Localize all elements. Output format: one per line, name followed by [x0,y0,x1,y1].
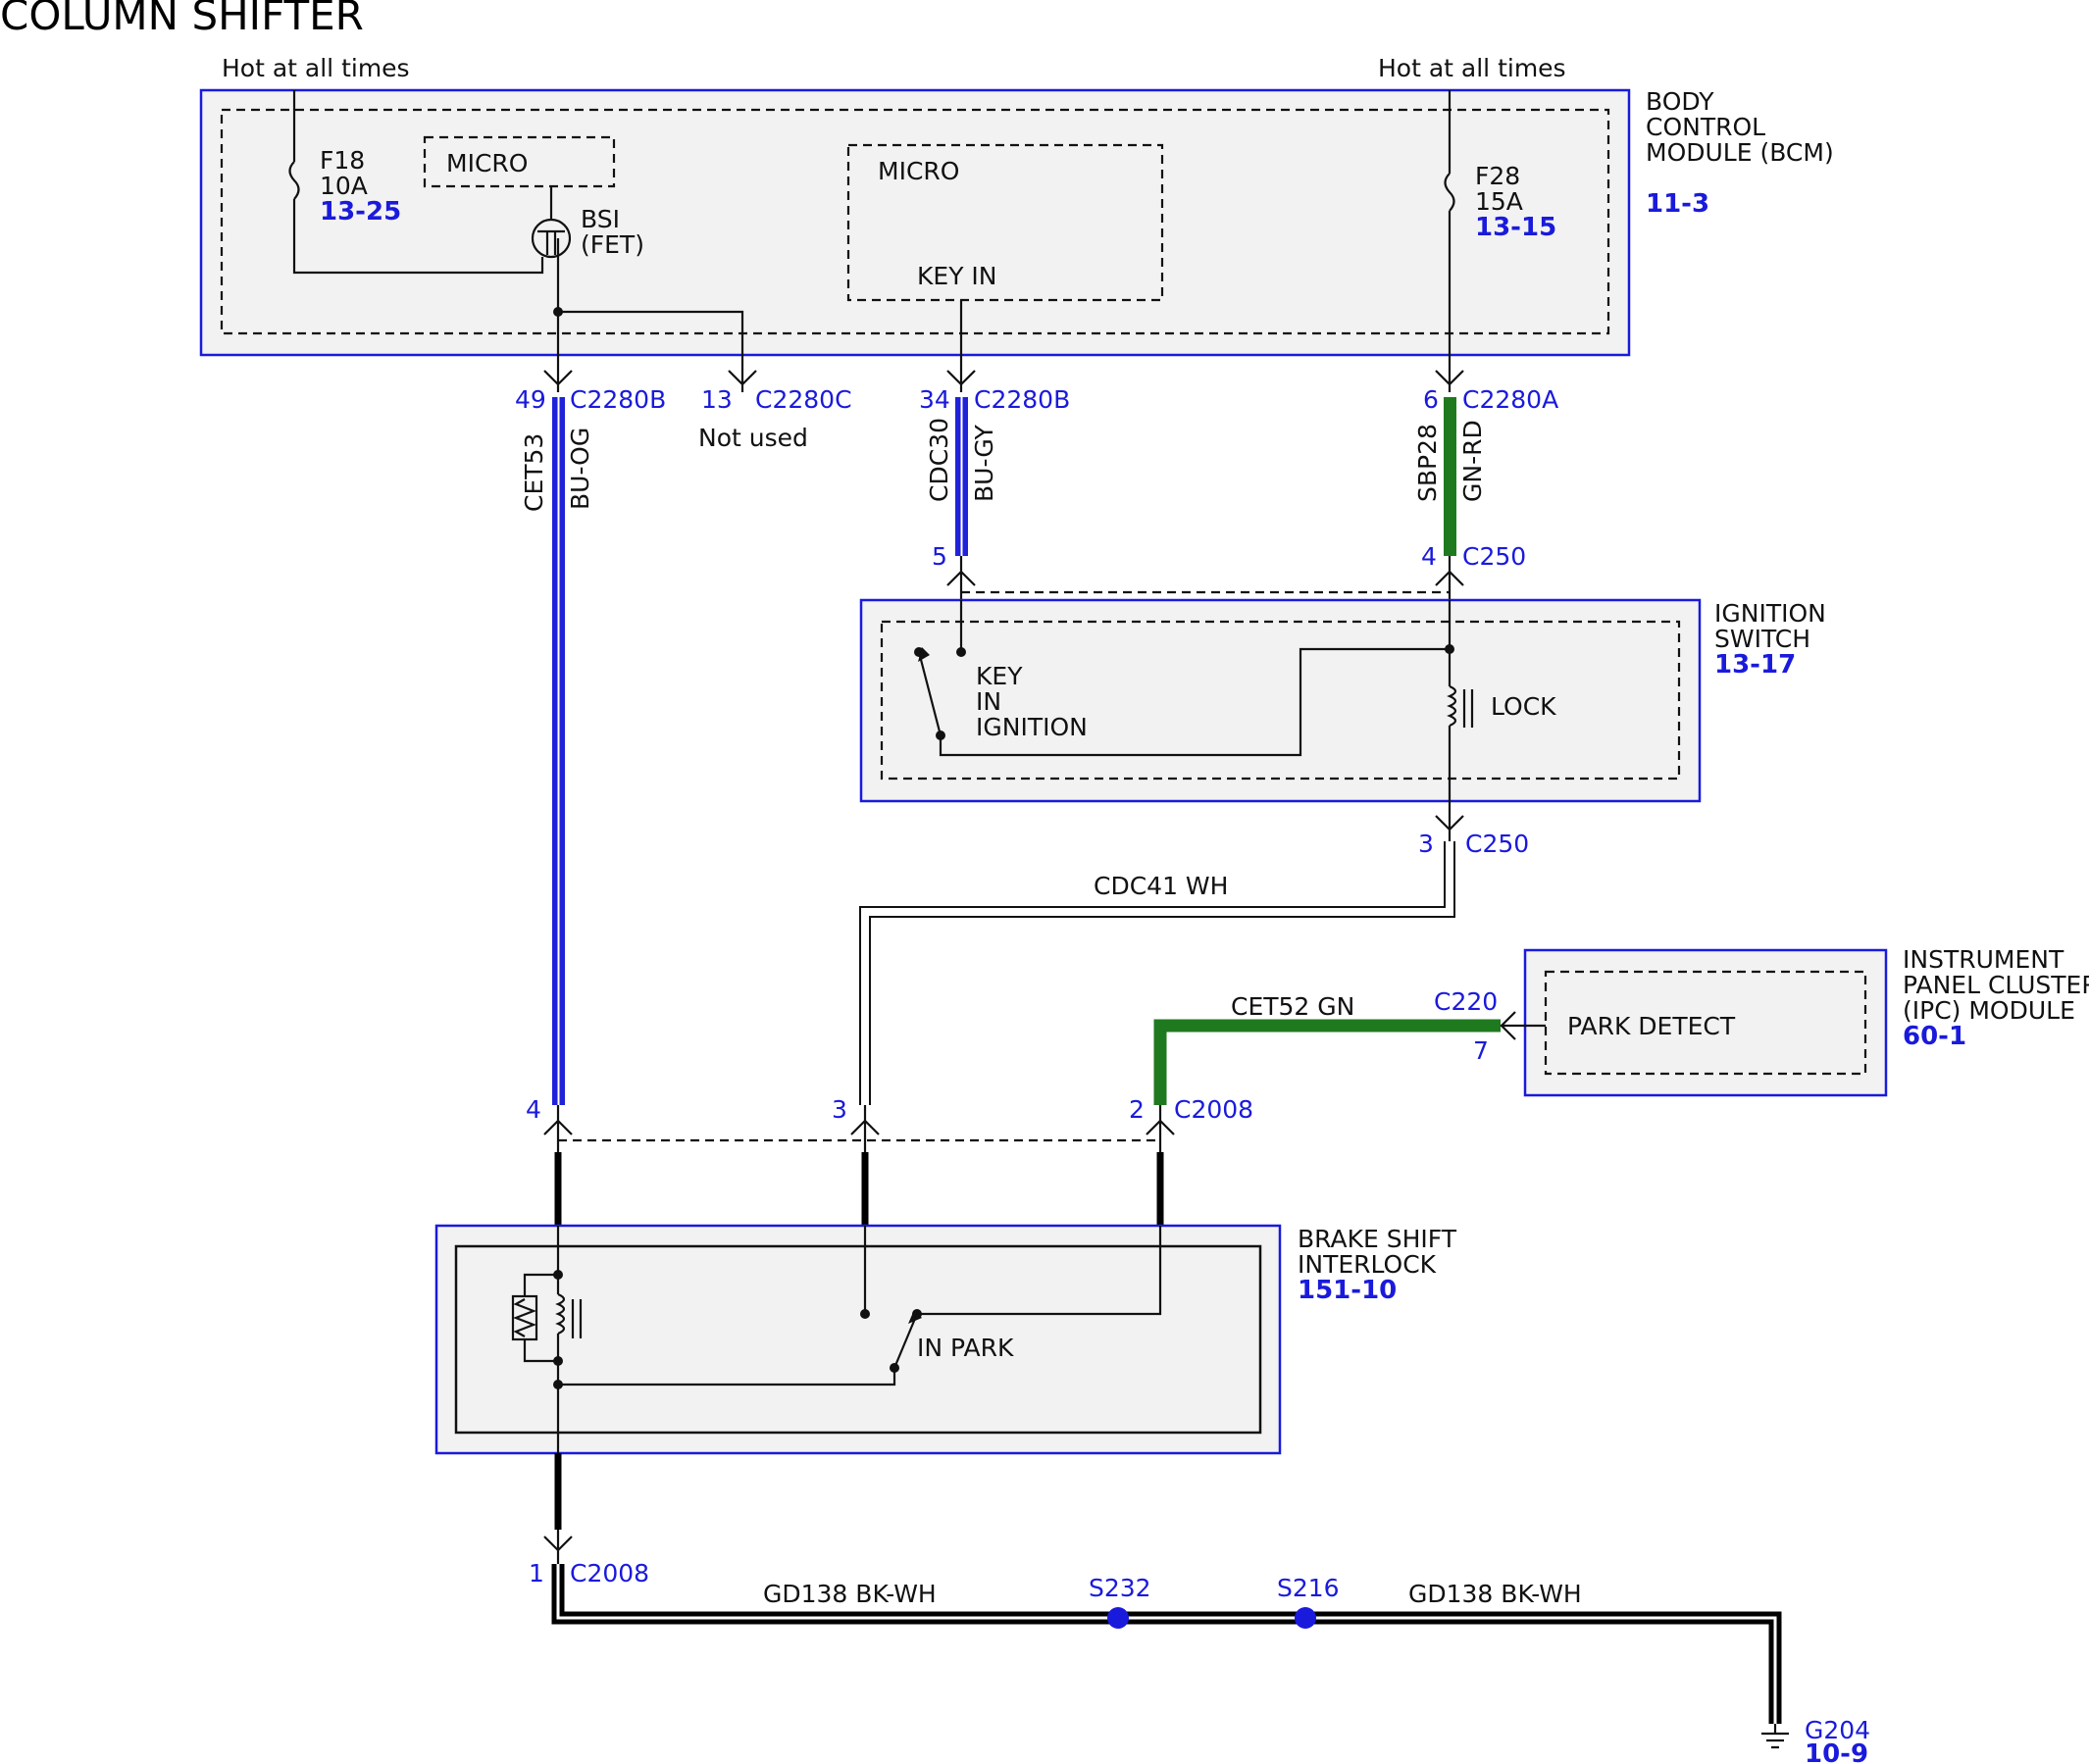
wire-cet52-label: CET52 GN [1231,992,1354,1021]
conn-c220: C220 [1434,987,1498,1016]
interlock-name-2: INTERLOCK [1298,1250,1437,1279]
micro-left-label: MICRO [446,149,528,177]
wire-cet53-color: BU-OG [566,428,594,510]
key-label-2: IN [976,687,1001,716]
bcm-name-3: MODULE (BCM) [1646,138,1834,167]
in-park-switch-icon [892,1313,919,1369]
not-used-label: Not used [698,424,808,452]
f18-rating: 10A [320,172,368,200]
pin-4-c250: 4 [1421,542,1437,571]
conn-c2280b-1: C2280B [570,385,666,414]
wire-sbp28[interactable] [1444,397,1456,556]
conn-c2280a: C2280A [1462,385,1558,414]
micro-right-box [846,143,1164,302]
park-detect-label: PARK DETECT [1567,1012,1736,1040]
ignition-ref[interactable]: 13-17 [1714,650,1796,680]
f28-rating: 15A [1475,187,1523,216]
wires-to-interlock [554,1152,1164,1226]
pin-1-c2008: 1 [529,1559,544,1588]
diagram-title: COLUMN SHIFTER [0,0,364,39]
wire-cdc41-label: CDC41 WH [1094,872,1228,900]
bsi-label: BSI [581,205,620,233]
hot-right-label: Hot at all times [1378,54,1566,82]
connector-arrow-c2008-1 [543,1530,573,1564]
interlock-ref[interactable]: 151-10 [1298,1276,1397,1305]
lock-solenoid-icon [1447,684,1457,728]
conn-c250-1: C250 [1462,542,1526,571]
pin-4-c2008: 4 [526,1095,541,1124]
splice-s216-label: S216 [1277,1574,1340,1602]
ipc-name-1: INSTRUMENT [1903,945,2064,974]
splice-s232-label: S232 [1089,1574,1151,1602]
pin-2-c2008: 2 [1129,1095,1145,1124]
conn-c250-2: C250 [1465,830,1529,858]
conn-c2008-2: C2008 [570,1559,649,1588]
ipc-name-2: PANEL CLUSTER [1903,971,2089,999]
conn-c2280c: C2280C [755,385,852,414]
bsi-fet-label: (FET) [581,230,644,259]
splice-s216[interactable] [1295,1607,1316,1629]
key-label-3: IGNITION [976,713,1088,741]
wire-sbp28-color: GN-RD [1458,420,1487,502]
pin-3-c2008: 3 [832,1095,847,1124]
connector-arrow-c250-3 [1435,801,1464,841]
connector-arrows-top [543,355,1464,392]
wire-cet53-id: CET53 [520,433,548,512]
wire-cdc30-color: BU-GY [970,424,998,502]
connector-arrows-c2008 [543,1105,1175,1152]
key-switch-icon [917,651,943,736]
ground-name: G204 [1805,1716,1870,1744]
ipc-ref[interactable]: 60-1 [1903,1022,1966,1051]
splice-s232[interactable] [1107,1607,1129,1629]
ignition-inner [880,620,1681,781]
wire-sbp28-id: SBP28 [1413,424,1442,502]
ipc-box [1523,948,1888,1097]
f28-fuse-icon [1444,90,1455,355]
in-park-label: IN PARK [917,1334,1014,1362]
pin-5: 5 [932,542,947,571]
pin-34: 34 [919,385,950,414]
connector-arrow-c220 [1500,1011,1546,1040]
key-in-label: KEY IN [917,262,996,290]
pin-49: 49 [515,385,546,414]
bcm-ref[interactable]: 11-3 [1646,189,1709,219]
ipc-inner [1544,970,1867,1076]
f18-fuse-icon [288,90,544,275]
ignition-name-2: SWITCH [1714,625,1810,653]
micro-right-label: MICRO [878,157,959,185]
pin-13: 13 [701,385,733,414]
bcm-name-2: CONTROL [1646,113,1765,141]
wire-gd138-left-label: GD138 BK-WH [763,1580,937,1608]
f28-ref[interactable]: 13-15 [1475,213,1556,242]
lock-label: LOCK [1491,692,1556,721]
ipc-name-3: (IPC) MODULE [1903,996,2075,1025]
interlock-inner [454,1244,1262,1435]
f18-ref[interactable]: 13-25 [320,197,401,227]
bcm-inner [220,108,1610,335]
wire-gd138-right-label: GD138 BK-WH [1408,1580,1582,1608]
f28-name: F28 [1475,162,1520,190]
ground-ref[interactable]: 10-9 [1805,1739,1868,1764]
wire-gd138[interactable] [551,1564,1782,1724]
interlock-solenoid-icon [555,1275,566,1361]
wire-cdc30-id: CDC30 [925,418,953,502]
pin-3-c250: 3 [1418,830,1434,858]
pin-6: 6 [1423,385,1439,414]
micro-left-box [423,135,616,188]
wire-cet52[interactable] [1153,1019,1501,1105]
bcm-name-1: BODY [1646,87,1714,116]
connector-arrows-ignition [946,556,1464,600]
ignition-name-1: IGNITION [1714,599,1826,628]
conn-c2008-1: C2008 [1174,1095,1253,1124]
interlock-name-1: BRAKE SHIFT [1298,1225,1457,1253]
ground-icon [1761,1724,1789,1749]
conn-c2280b-2: C2280B [974,385,1070,414]
hot-left-label: Hot at all times [222,54,410,82]
key-label-1: KEY [976,662,1023,690]
f18-name: F18 [320,146,365,175]
ignition-switch-box [859,598,1702,803]
pin-7: 7 [1473,1036,1489,1065]
bcm-box [199,88,1631,357]
